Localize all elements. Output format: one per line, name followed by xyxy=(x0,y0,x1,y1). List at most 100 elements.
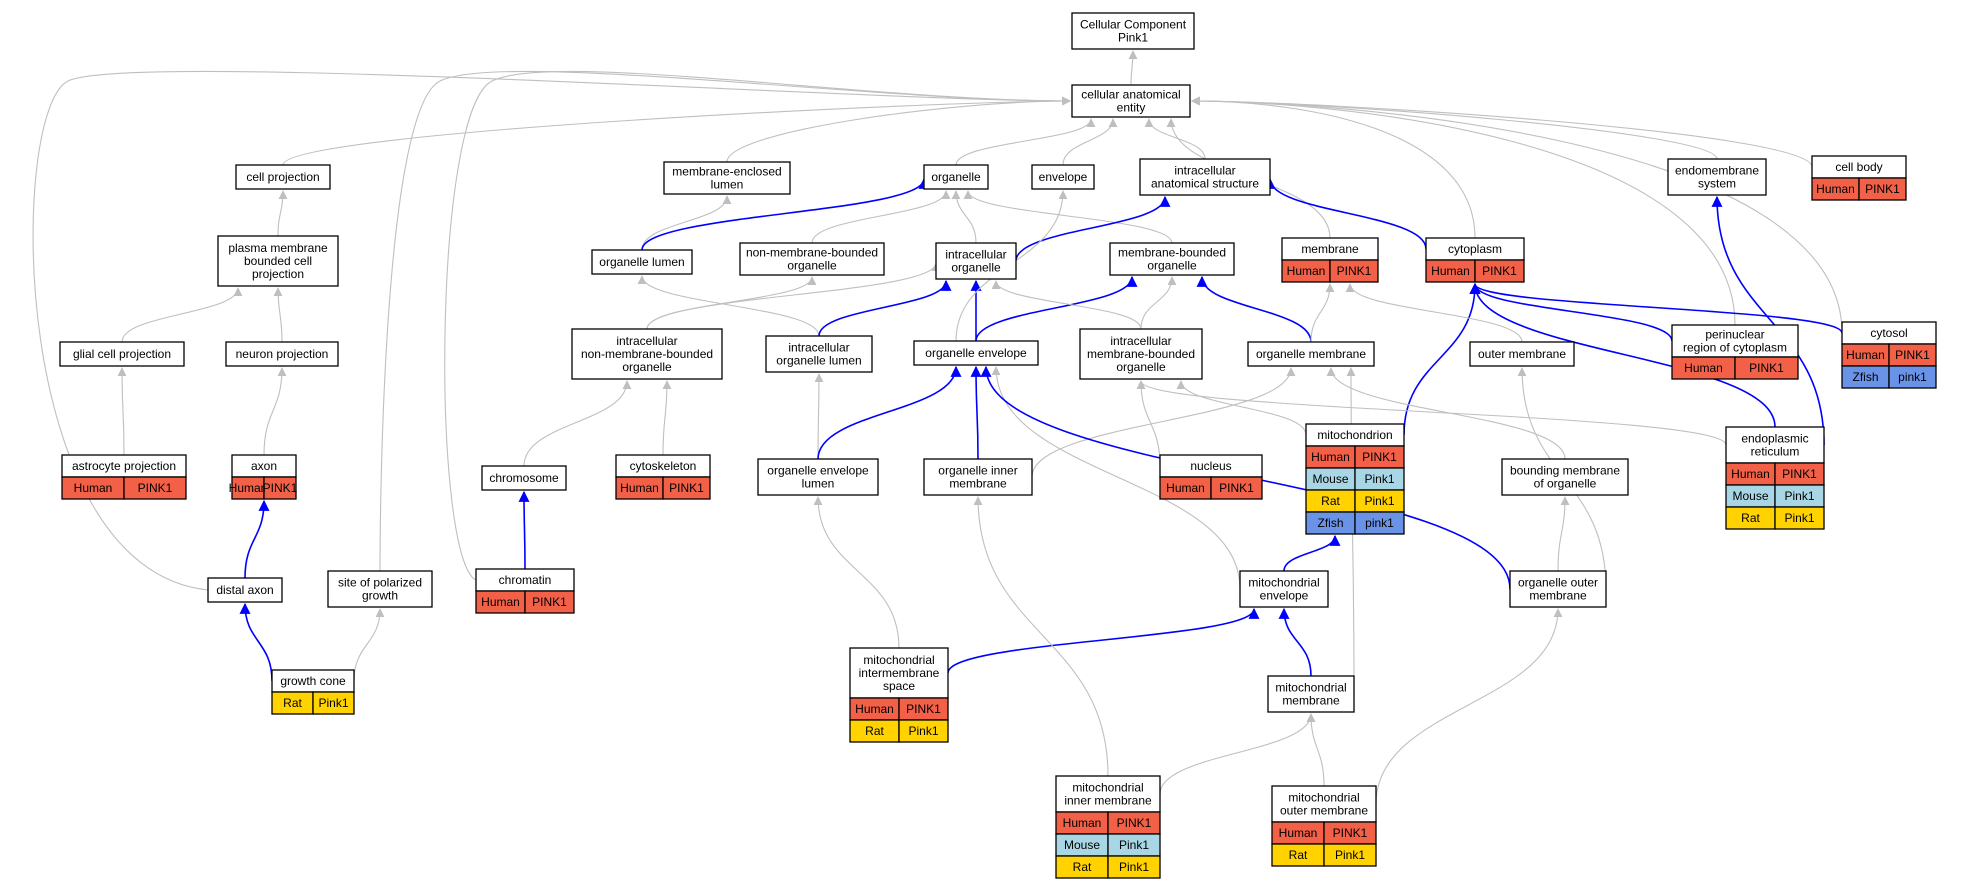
gene-label: PINK1 xyxy=(1117,816,1152,830)
node-label-line: organelle inner xyxy=(938,464,1017,478)
node-label-line: outer membrane xyxy=(1280,804,1368,818)
node-distalaxon[interactable]: distal axon xyxy=(207,577,283,603)
species-label: Human xyxy=(481,595,520,609)
edge-cytosol-to-cytoplasm xyxy=(1469,282,1843,334)
edge-cytosol-to-cae xyxy=(1191,96,1843,334)
node-box xyxy=(1667,158,1767,196)
node-box xyxy=(571,328,723,380)
node-box xyxy=(935,242,1017,280)
node-orglumen[interactable]: organelle lumen xyxy=(591,249,693,275)
edge-orglumen-to-melumen xyxy=(641,195,732,251)
species-label: Rat xyxy=(865,724,884,738)
node-label-line: bounding membrane xyxy=(1510,464,1620,478)
gene-label: PINK1 xyxy=(263,481,298,495)
edge-outermem-to-membrane xyxy=(1345,283,1523,343)
node-box xyxy=(59,341,185,367)
node-label-line: envelope xyxy=(1039,170,1088,184)
gene-label: Pink1 xyxy=(1335,848,1365,862)
node-outermem[interactable]: outer membrane xyxy=(1469,341,1575,367)
node-envelope[interactable]: envelope xyxy=(1031,164,1095,190)
gene-label: PINK1 xyxy=(138,481,173,495)
node-label-line: membrane-bounded xyxy=(1087,347,1195,361)
node-label-line: organelle envelope xyxy=(925,346,1027,360)
edge-cellbody-to-cae xyxy=(1191,96,1813,168)
edge-spg-to-cae xyxy=(379,70,1071,572)
node-label-line: membrane xyxy=(1282,694,1340,708)
node-label-line: organelle lumen xyxy=(599,255,684,269)
node-innmbo[interactable]: intracellularnon-membrane-boundedorganel… xyxy=(571,328,723,380)
node-label-line: membrane-enclosed xyxy=(672,165,781,179)
species-label: Human xyxy=(1063,816,1102,830)
node-label-line: lumen xyxy=(711,178,744,192)
species-label: Human xyxy=(1684,361,1723,375)
gene-cell xyxy=(1323,843,1377,867)
node-label-line: endomembrane xyxy=(1675,164,1759,178)
node-neuronproj[interactable]: neuron projection xyxy=(225,341,339,367)
node-glial[interactable]: glial cell projection xyxy=(59,341,185,367)
species-label: Rat xyxy=(283,696,302,710)
node-label-line: non-membrane-bounded xyxy=(746,246,878,260)
edge-er-to-cytoplasm xyxy=(1469,282,1776,428)
edge-orglumen-to-organelle xyxy=(641,177,930,251)
edge-mitoenv-to-mito xyxy=(1283,534,1341,572)
node-orgmem[interactable]: organelle membrane xyxy=(1247,341,1375,367)
node-label-line: organelle outer xyxy=(1518,576,1598,590)
edge-cellproj-to-cae xyxy=(282,96,1071,166)
node-box xyxy=(1079,328,1203,380)
node-label-line: of organelle xyxy=(1534,477,1597,491)
node-organelle[interactable]: organelle xyxy=(923,164,989,190)
node-label-line: glial cell projection xyxy=(73,347,171,361)
gene-label: Pink1 xyxy=(1784,489,1814,503)
gene-cell xyxy=(123,476,187,500)
node-box xyxy=(1139,158,1271,196)
gene-label: Pink1 xyxy=(1119,838,1149,852)
node-label-line: reticulum xyxy=(1751,445,1800,459)
node-orgenv[interactable]: organelle envelope xyxy=(913,340,1039,366)
node-chromosome[interactable]: chromosome xyxy=(481,465,567,491)
node-box xyxy=(1031,164,1095,190)
node-label-line: nucleus xyxy=(1190,459,1231,473)
node-label-line: organelle envelope xyxy=(767,464,869,478)
edge-melumen-to-cae xyxy=(726,96,1071,163)
gene-label: PINK1 xyxy=(1333,826,1368,840)
species-label: Mouse xyxy=(1312,472,1348,486)
node-label-line: astrocyte projection xyxy=(72,459,176,473)
node-cellproj[interactable]: cell projection xyxy=(235,164,331,190)
species-label: Human xyxy=(1279,826,1318,840)
edge-chromatin-to-cae xyxy=(444,70,1071,581)
